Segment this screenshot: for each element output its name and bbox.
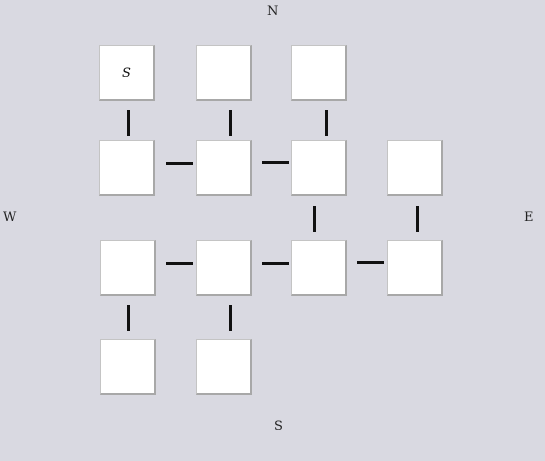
compass-north: N [267,4,279,19]
passage-vertical [229,110,232,136]
passage-vertical [416,206,419,232]
passage-horizontal [262,161,289,164]
passage-horizontal [166,262,193,265]
passage-horizontal [166,162,193,165]
room-r3c1[interactable] [196,339,252,395]
passage-horizontal [262,262,289,265]
passage-vertical [313,206,316,232]
room-r2c1[interactable] [196,240,252,296]
room-r1c2[interactable] [291,140,347,196]
room-r2c3[interactable] [387,240,443,296]
compass-west: W [3,210,17,225]
room-r1c0[interactable] [99,140,155,196]
passage-horizontal [357,261,384,264]
room-r2c0[interactable] [100,240,156,296]
compass-east: E [524,210,534,225]
passage-vertical [325,110,328,136]
room-label-start: S [122,66,131,81]
room-start[interactable]: S [99,45,155,101]
passage-vertical [127,305,130,331]
room-r1c3[interactable] [387,140,443,196]
room-r1c1[interactable] [196,140,252,196]
passage-vertical [229,305,232,331]
room-r2c2[interactable] [291,240,347,296]
compass-south: S [274,419,283,434]
room-r0c2[interactable] [291,45,347,101]
passage-vertical [127,110,130,136]
room-r0c1[interactable] [196,45,252,101]
room-r3c0[interactable] [100,339,156,395]
